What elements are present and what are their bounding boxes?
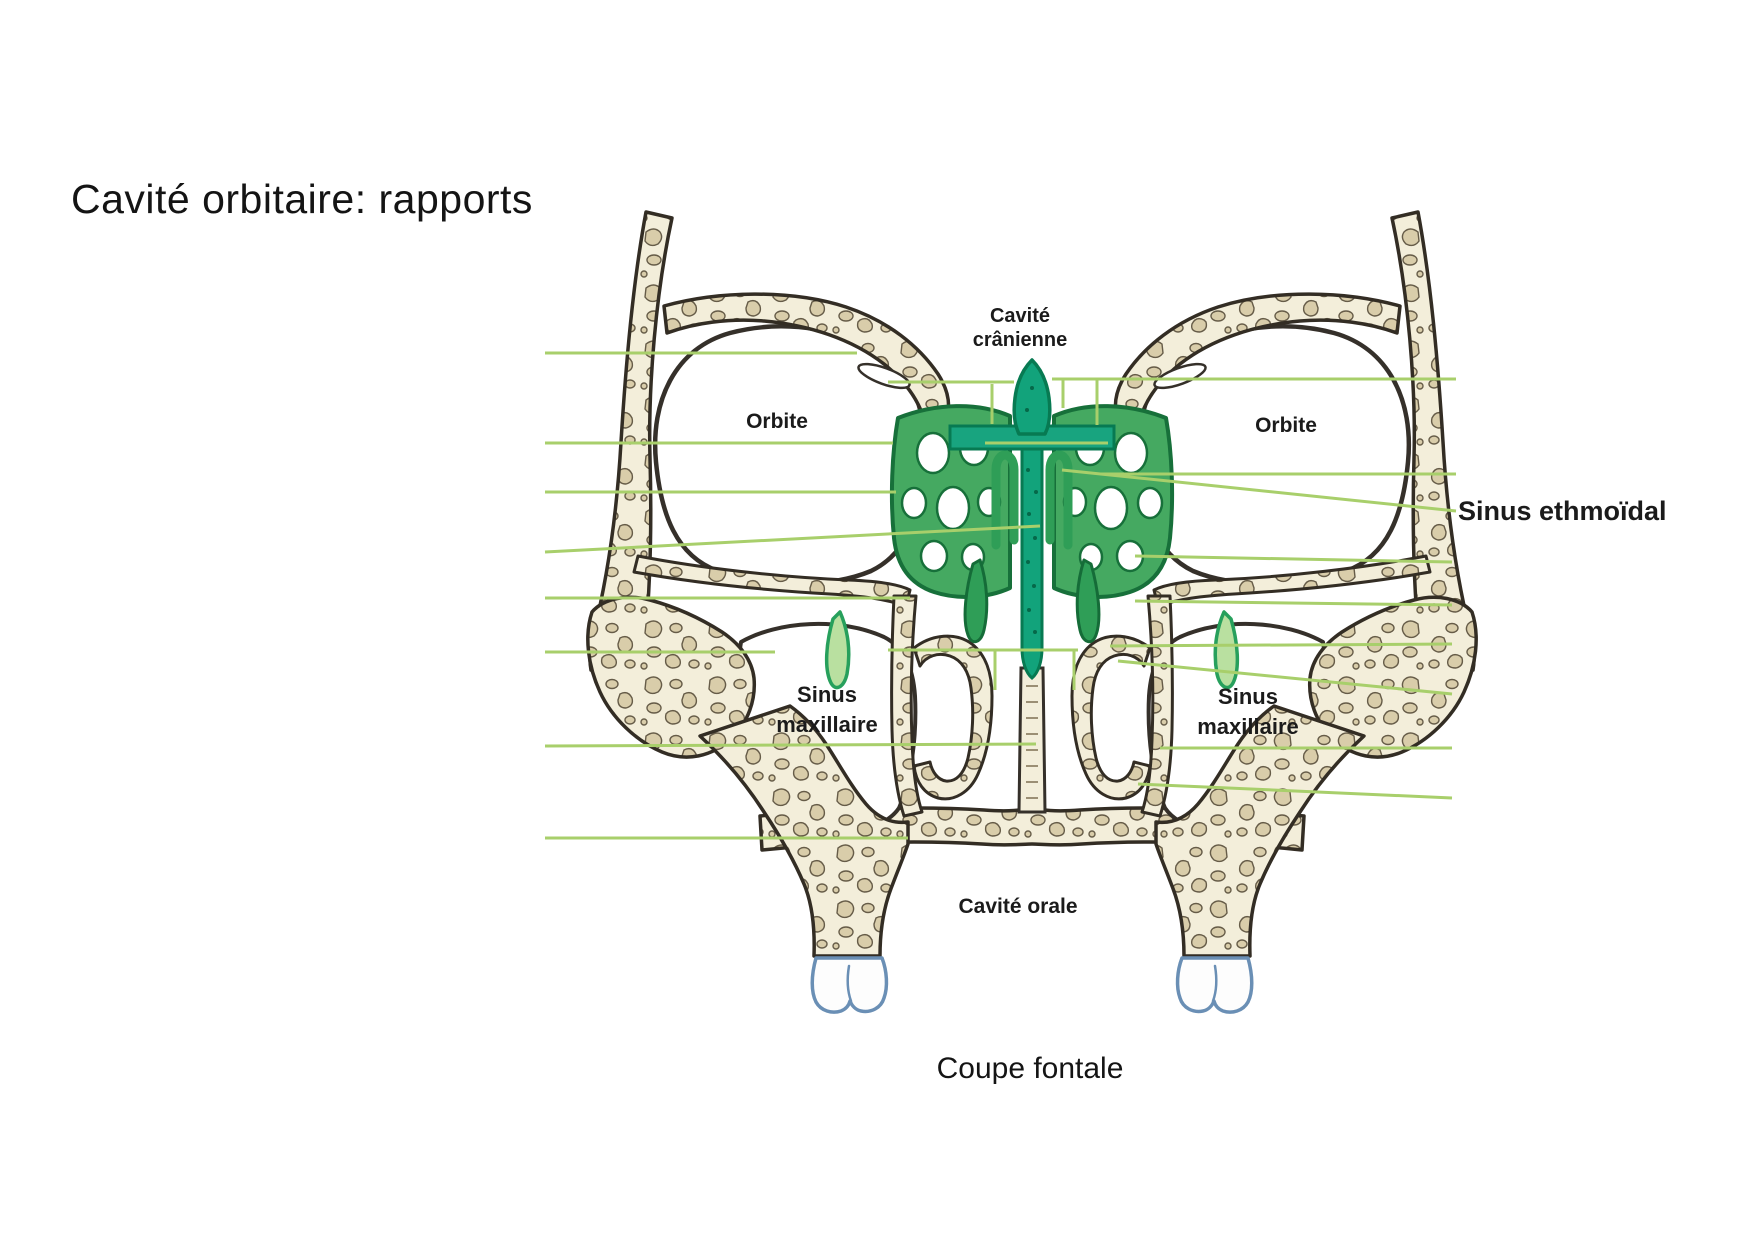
label-orbite-left: Orbite [746,410,808,433]
label-orbite-right: Orbite [1255,414,1317,437]
leader-line [1134,599,1453,607]
label-cavite-cranienne-line1: Cavité [990,305,1050,327]
sinus-ethmoidal-pointer [1061,468,1457,513]
leader-line [1134,554,1453,564]
leader-line [1117,659,1453,696]
septum-speckles [1025,386,1038,634]
label-cavite-orale: Cavité orale [958,895,1077,918]
leader-line [1137,782,1453,800]
label-sinus-maxillaire-right-line1: Sinus [1218,684,1278,709]
figure-caption: Coupe fontale [937,1052,1124,1085]
page-title: Cavité orbitaire: rapports [71,176,533,222]
leader-line [544,742,1037,748]
skull-right-half [1050,212,1476,1012]
bony-nasal-septum [1017,666,1047,814]
label-sinus-maxillaire-left-line2: maxillaire [776,712,878,737]
septum-dashes [1026,685,1038,799]
crista-galli [1012,358,1052,436]
leader-lines [544,351,1457,840]
perpendicular-plate [1020,447,1044,680]
label-cavite-cranienne-line2: crânienne [973,329,1067,351]
leader-line [1109,642,1453,648]
label-sinus-maxillaire-right-line2: maxillaire [1197,714,1299,739]
label-sinus-ethmoidal: Sinus ethmoïdal [1458,496,1667,526]
label-sinus-maxillaire-left-line1: Sinus [797,682,857,707]
skull-left-half [588,212,1014,1012]
leader-line [544,524,1041,554]
